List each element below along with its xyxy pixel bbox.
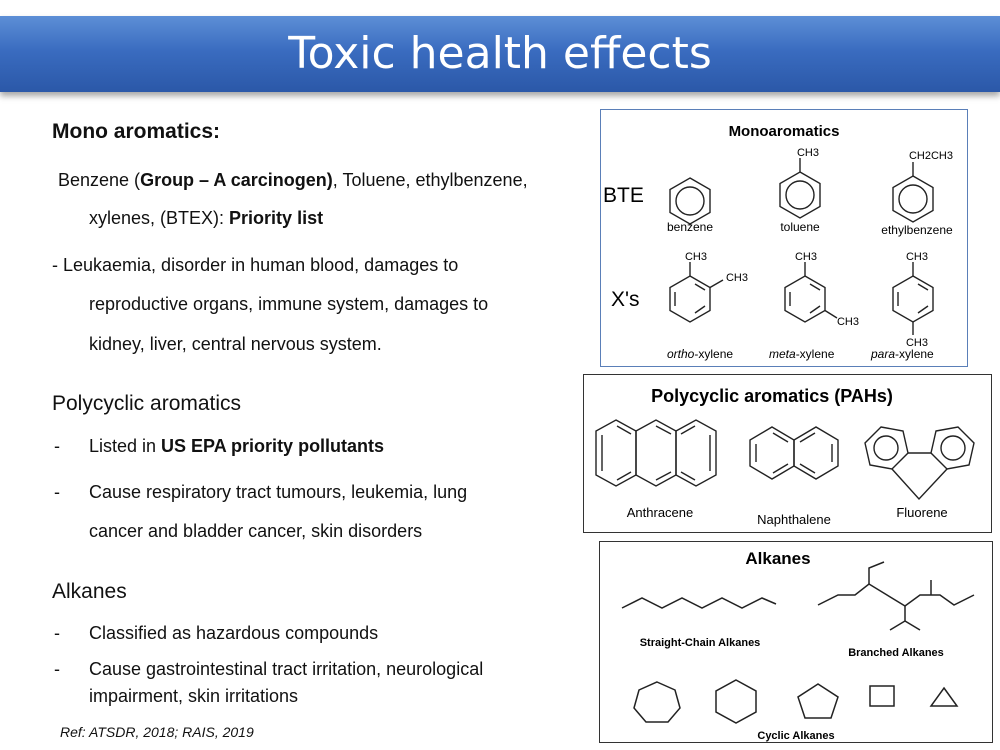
bte-label: BTE [603,184,644,207]
para-ch3-bottom: CH3 [906,337,928,349]
mono-heading: Mono aromatics: [52,120,221,143]
slide-title: Toxic health effects [288,28,712,79]
mono-line1: Benzene (Group – A carcinogen), Toluene,… [58,170,528,191]
monoaromatics-figure: Monoaromatics BTE X's [600,109,968,367]
pah-svg: Polycyclic aromatics (PAHs) Anthracene N… [595,386,975,527]
mono-effect-3: kidney, liver, central nervous system. [89,334,382,354]
branched-label: Branched Alkanes [848,647,944,659]
mono-line1-bold: Group – A carcinogen) [140,170,333,190]
ethyl-ch2ch3: CH2CH3 [909,150,953,162]
naphthalene-structure [749,426,839,480]
alk-dash-1: - [54,623,60,643]
fig-pah-title: Polycyclic aromatics (PAHs) [651,386,893,406]
ethylbenzene-structure [892,162,934,223]
ortho-ch3-top: CH3 [685,251,707,263]
title-bar [0,16,1000,92]
mono-line2: xylenes, (BTEX): Priority list [89,208,323,229]
pah-figure: Polycyclic aromatics (PAHs) Anthracene N… [583,374,992,533]
monoaromatics-svg: Monoaromatics BTE X's [603,123,953,361]
mono-line2-bold: Priority list [229,208,324,228]
poly-b2-l1: Cause respiratory tract tumours, leukemi… [89,482,468,502]
poly-dash-2: - [54,482,60,502]
ethylbenzene-label: ethylbenzene [881,223,953,237]
fluorene-structure [864,426,975,501]
cycloheptane-structure [633,681,681,723]
mono-line1-b: , Toluene, ethylbenzene, [332,170,528,190]
mono-effect-2: reproductive organs, immune system, dama… [89,294,489,314]
mono-effect-1: - Leukaemia, disorder in human blood, da… [52,255,459,275]
mono-line2-a: xylenes, (BTEX): [89,208,230,228]
fluorene-label: Fluorene [896,505,947,520]
para-xylene-structure [892,262,934,335]
meta-ch3-side: CH3 [837,316,859,328]
meta-label: meta-xylene [769,347,835,361]
toluene-ch3: CH3 [797,147,819,159]
poly-heading: Polycyclic aromatics [52,392,242,415]
alk-b2-l2: impairment, skin irritations [89,686,299,706]
alk-b2-l1: Cause gastrointestinal tract irritation,… [89,659,484,679]
alkanes-figure: Alkanes Straight-Chain Alkanes Branched … [599,541,993,743]
cyclic-label: Cyclic Alkanes [757,730,834,742]
poly-dash-1: - [54,436,60,456]
poly-bullet-1: Listed in US EPA priority pollutants [89,436,384,457]
alkanes-svg: Alkanes Straight-Chain Alkanes Branched … [621,549,975,742]
meta-ch3-top: CH3 [795,251,817,263]
toluene-structure [779,158,821,219]
straight-chain-label: Straight-Chain Alkanes [640,637,761,649]
anthracene-label: Anthracene [627,505,694,520]
cyclopropane-structure [929,686,959,707]
cyclohexane-structure [715,679,757,724]
toluene-label: toluene [780,220,820,234]
cyclobutane-structure [869,685,895,707]
reference: Ref: ATSDR, 2018; RAIS, 2019 [60,724,254,740]
ortho-label: ortho-xylene [667,347,733,361]
anthracene-structure [595,419,717,487]
meta-xylene-structure [784,262,838,323]
benzene-label: benzene [667,220,713,234]
branched-structure [817,561,975,631]
ortho-xylene-structure [669,262,724,323]
straight-chain-structure [621,597,777,609]
fig-mono-title: Monoaromatics [729,123,840,140]
naphthalene-label: Naphthalene [757,512,831,527]
fig-alk-title: Alkanes [745,549,810,568]
alk-b1: Classified as hazardous compounds [89,623,379,643]
benzene-structure [669,177,711,225]
poly-b1-a: Listed in [89,436,162,456]
alk-heading: Alkanes [52,580,127,603]
alk-dash-2: - [54,659,60,679]
mono-line1-a: Benzene ( [58,170,141,190]
para-ch3-top: CH3 [906,251,928,263]
para-label: para-xylene [870,347,934,361]
poly-b1-bold: US EPA priority pollutants [161,436,385,456]
ortho-ch3-side: CH3 [726,272,748,284]
xs-label: X's [611,288,640,311]
poly-b2-l2: cancer and bladder cancer, skin disorder… [89,521,423,541]
cyclopentane-structure [797,683,839,719]
